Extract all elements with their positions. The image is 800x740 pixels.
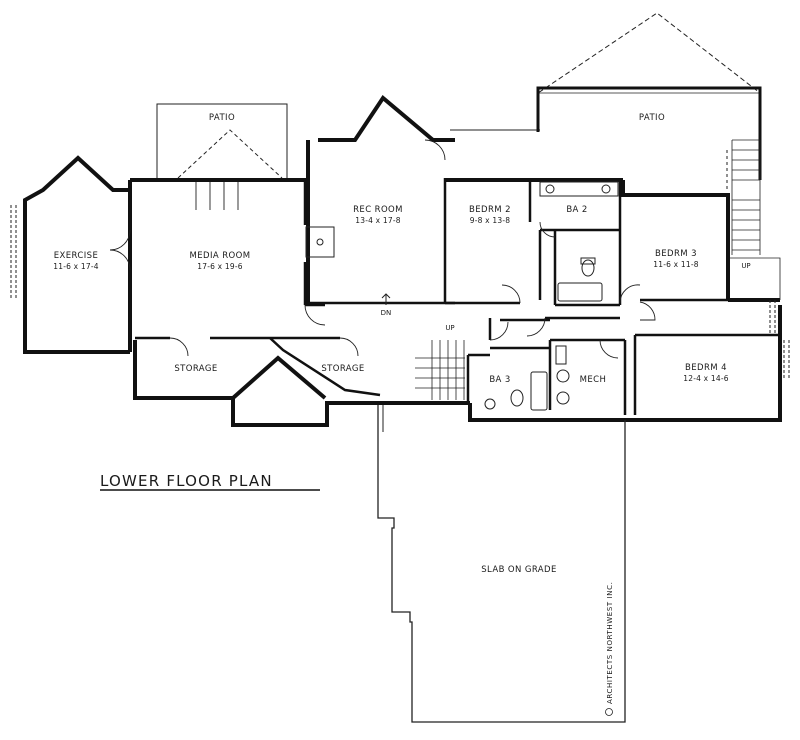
dn-label: DN (381, 309, 392, 317)
patio-left-label: PATIO (209, 113, 235, 123)
storage-mid-label: STORAGE (321, 364, 364, 374)
exercise-dim: 11-6 x 17-4 (53, 262, 98, 271)
door-swings (109, 139, 656, 359)
fixtures (305, 181, 619, 411)
rec-room-dim: 13-4 x 17-8 (355, 216, 400, 225)
rec-room-label: REC ROOM (353, 205, 403, 215)
bedrm2-dim: 9-8 x 13-8 (470, 216, 511, 225)
mech-label: MECH (580, 375, 607, 385)
copyright-icon (605, 708, 613, 716)
bedrm3-dim: 11-6 x 11-8 (653, 260, 698, 269)
bedrm4-dim: 12-4 x 14-6 (683, 374, 728, 383)
plan-title: LOWER FLOOR PLAN (100, 472, 273, 490)
credit-group: ARCHITECTS NORTHWEST INC. (605, 582, 614, 716)
ba2-label: BA 2 (566, 205, 587, 215)
patio-outlines (156, 12, 761, 190)
slab-label: SLAB ON GRADE (481, 565, 557, 575)
bedrm3-label: BEDRM 3 (655, 249, 697, 259)
interior-walls (128, 178, 780, 415)
windows (10, 205, 790, 380)
bedrm2-label: BEDRM 2 (469, 205, 511, 215)
patio-right-label: PATIO (639, 113, 665, 123)
bedrm4-label: BEDRM 4 (685, 363, 727, 373)
media-room-dim: 17-6 x 19-6 (197, 262, 242, 271)
credit-text: ARCHITECTS NORTHWEST INC. (606, 582, 614, 704)
storage-left-label: STORAGE (174, 364, 217, 374)
exercise-label: EXERCISE (54, 251, 98, 261)
room-labels: PATIO PATIO EXERCISE 11-6 x 17-4 MEDIA R… (53, 113, 728, 575)
stairs (415, 139, 781, 400)
stair-labels: DN UP UP (381, 262, 751, 332)
up-center-label: UP (445, 324, 454, 332)
dn-arrow-icon (381, 293, 391, 305)
up-right-label: UP (741, 262, 750, 270)
media-room-label: MEDIA ROOM (190, 251, 251, 261)
ba3-label: BA 3 (489, 375, 510, 385)
slab-outline (377, 405, 626, 723)
